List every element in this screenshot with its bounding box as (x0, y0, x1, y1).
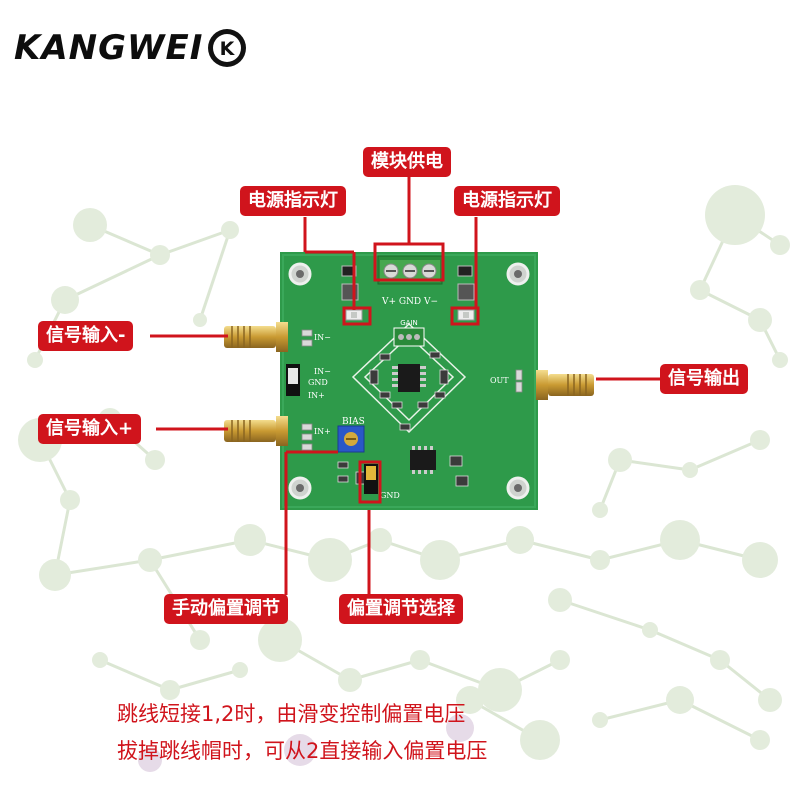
brand-badge-letter: K (220, 38, 236, 60)
silk-in-plus: IN+ (308, 391, 325, 400)
callout-manual-bias: 手动偏置调节 (164, 594, 288, 624)
silk-gnd-bottom: GND (380, 491, 400, 500)
sma-out (536, 370, 594, 400)
pcb-board: V+ GND V− GAIN BIAS GND (280, 252, 538, 510)
amplifier-ic (392, 364, 426, 392)
callout-signal-in-minus: 信号输入- (38, 321, 134, 351)
silk-gain: GAIN (400, 319, 418, 327)
note-jumper-shorted: 跳线短接1,2时，由滑变控制偏置电压 (117, 702, 466, 726)
sma-in-minus (224, 322, 288, 352)
silk-in-plus-2: IN+ (314, 427, 331, 436)
callout-power-led-right: 电源指示灯 (454, 186, 560, 216)
callout-power-led-left: 电源指示灯 (240, 186, 346, 216)
silk-in-minus-2: IN− (314, 367, 331, 376)
silk-bias: BIAS (342, 417, 365, 427)
sma-in-plus (224, 416, 288, 446)
silk-gnd: GND (308, 378, 328, 387)
silk-power: V+ GND V− (381, 297, 438, 307)
note-jumper-removed: 拔掉跳线帽时，可从2直接输入偏置电压 (117, 739, 488, 763)
callout-signal-out: 信号输出 (660, 364, 748, 394)
callout-signal-in-plus: 信号输入+ (38, 414, 142, 444)
callout-module-power: 模块供电 (363, 147, 451, 177)
brand-name: KANGWEI (14, 28, 204, 68)
brand-badge-icon: K (208, 29, 247, 67)
callout-bias-select: 偏置调节选择 (339, 594, 463, 624)
bias-ic (410, 446, 436, 474)
input-jumper (286, 364, 300, 396)
brand-logo: KANGWEI K (14, 22, 249, 74)
silk-out: OUT (490, 376, 509, 385)
bias-potentiometer (337, 425, 365, 453)
silk-in-minus: IN− (314, 333, 331, 342)
